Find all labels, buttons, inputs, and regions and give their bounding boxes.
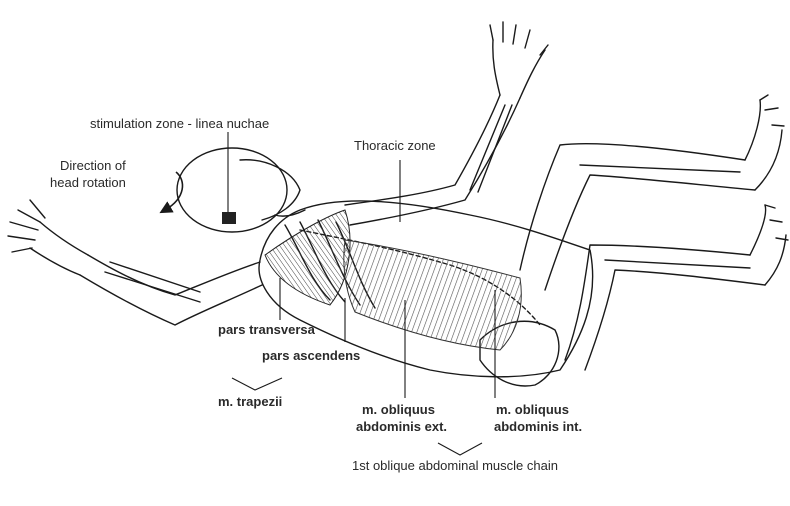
stimulation-electrode — [222, 212, 236, 224]
lower-foot-outline — [749, 204, 787, 286]
label-obliquus-int-line2: abdominis int. — [494, 419, 583, 434]
label-m-trapezii: m. trapezii — [218, 394, 283, 409]
skull-detail — [239, 159, 301, 221]
label-pars-transversa: pars transversa — [218, 322, 315, 337]
label-thoracic-zone: Thoracic zone — [354, 138, 436, 153]
neck-outline — [274, 209, 306, 217]
head-outline — [176, 147, 288, 233]
torso-outline — [258, 200, 594, 378]
brace-chain — [437, 442, 483, 456]
label-stimulation-zone: stimulation zone - linea nuchae — [90, 116, 270, 131]
lower-leg-outline — [564, 244, 751, 361]
label-chain: 1st oblique abdominal muscle chain — [352, 458, 558, 473]
brace-trapezii — [231, 377, 283, 391]
label-obliquus-ext-line2: abdominis ext. — [356, 419, 448, 434]
label-direction-line1: Direction of — [60, 158, 126, 173]
left-arm-outline — [87, 254, 261, 296]
label-direction-line2: head rotation — [50, 175, 126, 190]
upper-leg-outline — [519, 143, 746, 271]
left-hand-outline — [29, 221, 89, 276]
upper-foot-outline — [744, 99, 783, 191]
label-obliquus-ext-line1: m. obliquus — [362, 402, 435, 417]
label-obliquus-int-line1: m. obliquus — [496, 402, 569, 417]
oblique-muscle — [343, 239, 522, 351]
rotation-arrow — [159, 171, 184, 214]
right-hand-outline — [492, 39, 546, 99]
label-pars-ascendens: pars ascendens — [262, 348, 361, 363]
right-arm-outline — [344, 94, 501, 206]
